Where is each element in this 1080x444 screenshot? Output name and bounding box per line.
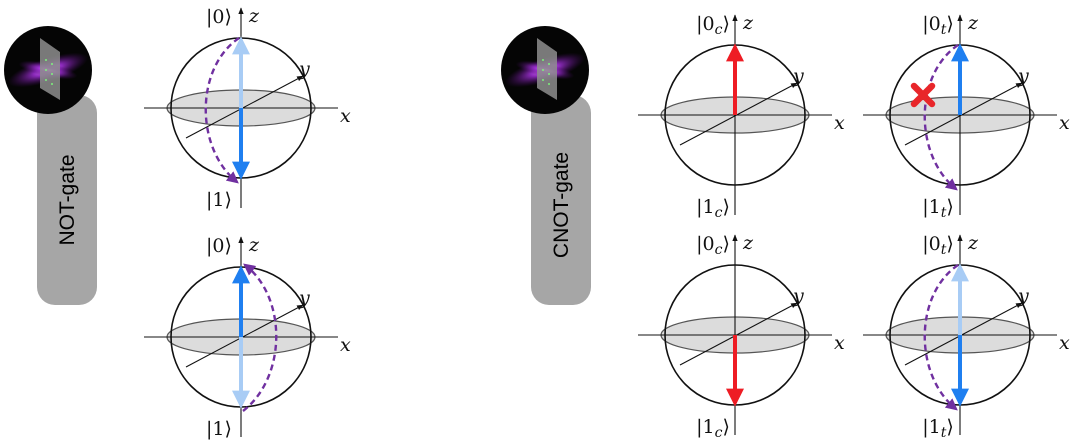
x-axis-label: x [834,332,845,354]
y-axis [185,75,304,139]
ket-top-label: |0c⟩ [696,233,730,258]
cnot-gate-panel: CNOT-gate [501,26,591,305]
photonic-chip-icon [4,26,92,114]
y-axis [185,304,304,368]
bloch-spheres: x y z |0⟩ |1⟩ x y z |0⟩ |1⟩ x y z |0c⟩ |1c⟩ x y z |0t⟩ |1t⟩… [144,5,1070,441]
ket-top-label: |0⟩ [206,6,232,28]
bloch-sphere-not-bottom: x y z |0⟩ |1⟩ [144,234,351,440]
z-axis-label: z [967,232,979,254]
bloch-sphere-cnot-target-bottom: x y z |0t⟩ |1t⟩ [863,232,1070,441]
y-axis-label: y [1017,285,1029,307]
y-axis-label: y [1017,65,1029,87]
rotation-path [923,44,959,191]
x-axis-label: x [340,105,351,127]
x-axis-label: x [834,112,845,134]
ket-top-label: |0t⟩ [922,13,954,38]
x-axis-label: x [340,334,351,356]
ket-bottom-label: |1c⟩ [696,196,730,221]
photonic-chip-icon [501,26,589,114]
cnot-gate-pill [531,95,591,305]
blocked-cross-icon [910,82,936,108]
rotation-path [923,264,959,411]
ket-bottom-label: |1⟩ [206,189,232,211]
rotation-path [204,37,240,184]
not-gate-label: NOT-gate [56,154,79,245]
ket-top-label: |0c⟩ [696,13,730,38]
y-axis-label: y [298,58,310,80]
ket-bottom-label: |1⟩ [206,418,232,440]
x-axis-label: x [1059,112,1070,134]
y-axis [904,82,1023,146]
y-axis [679,82,798,146]
ket-bottom-label: |1t⟩ [922,196,954,221]
bloch-sphere-not-top: x y z |0⟩ |1⟩ [144,5,351,211]
cnot-gate-label: CNOT-gate [550,152,573,258]
y-axis [904,302,1023,366]
z-axis-label: z [967,12,979,34]
z-axis-label: z [248,5,260,27]
ket-bottom-label: |1t⟩ [922,416,954,441]
ket-bottom-label: |1c⟩ [696,416,730,441]
y-axis-label: y [298,287,310,309]
not-gate-panel: NOT-gate [4,26,97,305]
x-axis-label: x [1059,332,1070,354]
z-axis-label: z [248,234,260,256]
not-gate-pill [37,95,97,305]
z-axis-label: z [742,12,754,34]
bloch-sphere-cnot-control-top: x y z |0c⟩ |1c⟩ [638,12,845,221]
z-axis-label: z [742,232,754,254]
y-axis [679,302,798,366]
bloch-sphere-cnot-target-top: x y z |0t⟩ |1t⟩ [863,12,1070,221]
y-axis-label: y [792,285,804,307]
y-axis-label: y [792,65,804,87]
ket-top-label: |0⟩ [206,235,232,257]
rotation-path [242,263,278,412]
ket-top-label: |0t⟩ [922,233,954,258]
bloch-sphere-cnot-control-bottom: x y z |0c⟩ |1c⟩ [638,232,845,441]
